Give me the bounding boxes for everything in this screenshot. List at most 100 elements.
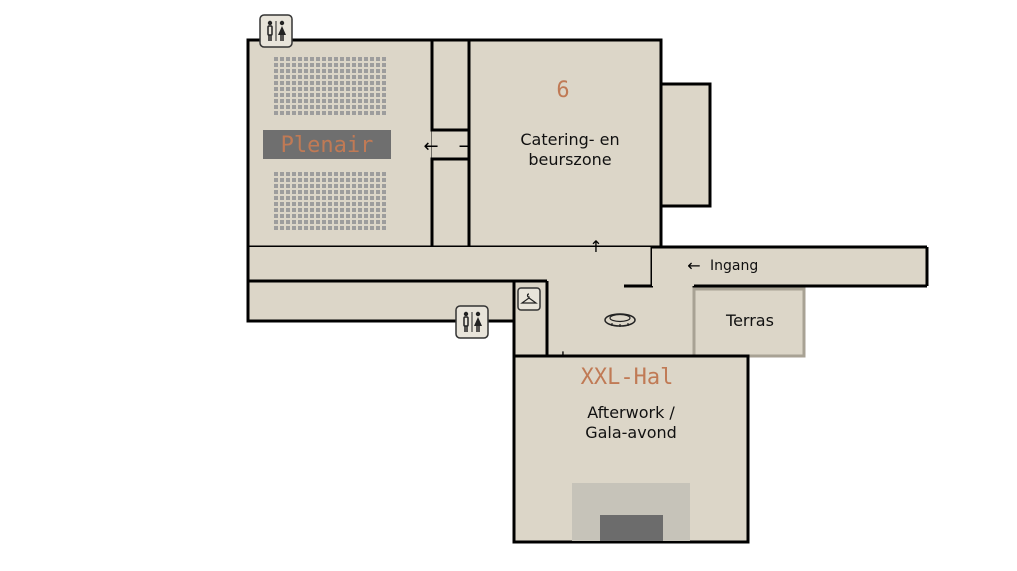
xxl-hal-desc-line1: Afterwork / [587, 403, 675, 422]
seat [358, 93, 362, 97]
seat [280, 81, 284, 85]
seat [304, 190, 308, 194]
seat [376, 178, 380, 182]
seat [328, 69, 332, 73]
corridor: ↑ ↓ [246, 237, 696, 367]
seat [286, 75, 290, 79]
entrance[interactable]: ← Ingang [652, 245, 929, 288]
seat [274, 69, 278, 73]
seat [352, 184, 356, 188]
seat [346, 87, 350, 91]
seat [316, 178, 320, 182]
seat [364, 220, 368, 224]
seat [274, 111, 278, 115]
catering-label-line1: Catering- en [520, 130, 619, 149]
seat [328, 196, 332, 200]
seat [274, 75, 278, 79]
plenair-label: Plenair [281, 133, 374, 158]
seat [292, 208, 296, 212]
seat [364, 57, 368, 61]
seat [376, 57, 380, 61]
seat [352, 220, 356, 224]
seat [334, 178, 338, 182]
seat [298, 87, 302, 91]
seat [286, 220, 290, 224]
seat [322, 178, 326, 182]
seat [274, 208, 278, 212]
seat [364, 63, 368, 67]
seat [352, 202, 356, 206]
room-xxl-hal[interactable]: XXL-Hal Afterwork / Gala-avond [512, 354, 750, 544]
seat [382, 214, 386, 218]
seat [370, 208, 374, 212]
room-plenair[interactable]: Plenair [246, 38, 435, 249]
seat [376, 111, 380, 115]
seat [292, 111, 296, 115]
entrance-label: Ingang [710, 258, 758, 274]
seat [352, 93, 356, 97]
seat [274, 63, 278, 67]
seat [352, 190, 356, 194]
seat [334, 69, 338, 73]
seat [352, 87, 356, 91]
seat [358, 172, 362, 176]
seat [310, 226, 314, 230]
seat [340, 57, 344, 61]
seat [334, 63, 338, 67]
seat [292, 196, 296, 200]
seat [274, 226, 278, 230]
seat [304, 196, 308, 200]
seat [310, 202, 314, 206]
seat [364, 202, 368, 206]
seat [352, 81, 356, 85]
seat [382, 111, 386, 115]
seat [298, 69, 302, 73]
arrow-up-icon: ↑ [589, 237, 602, 256]
seat [286, 196, 290, 200]
seat [364, 178, 368, 182]
seat [304, 184, 308, 188]
seat [274, 57, 278, 61]
seat [334, 105, 338, 109]
seat [358, 190, 362, 194]
seat [382, 178, 386, 182]
seat [298, 93, 302, 97]
seat [274, 105, 278, 109]
seat [310, 69, 314, 73]
seat [376, 202, 380, 206]
room-terras[interactable]: Terras [692, 287, 806, 358]
xxl-hal-label: XXL-Hal [581, 365, 674, 390]
seat [280, 226, 284, 230]
seat [322, 202, 326, 206]
seat [364, 196, 368, 200]
seat [286, 87, 290, 91]
seat [334, 208, 338, 212]
seat [340, 172, 344, 176]
seat [370, 93, 374, 97]
seat [340, 81, 344, 85]
seat [328, 226, 332, 230]
seat [292, 172, 296, 176]
seat [358, 99, 362, 103]
seat [310, 99, 314, 103]
seat [274, 87, 278, 91]
seat [316, 87, 320, 91]
room-catering[interactable]: 6 Catering- en beurszone [467, 38, 663, 249]
seat [304, 111, 308, 115]
seat [358, 75, 362, 79]
seat [286, 63, 290, 67]
seat [352, 63, 356, 67]
seat [370, 99, 374, 103]
seat [316, 99, 320, 103]
seat [352, 178, 356, 182]
side-room [659, 82, 712, 208]
seat [340, 178, 344, 182]
seat [382, 226, 386, 230]
seat [322, 81, 326, 85]
seat [310, 208, 314, 212]
seat [370, 172, 374, 176]
seat [310, 190, 314, 194]
seat [346, 75, 350, 79]
seat [376, 93, 380, 97]
seat [298, 75, 302, 79]
